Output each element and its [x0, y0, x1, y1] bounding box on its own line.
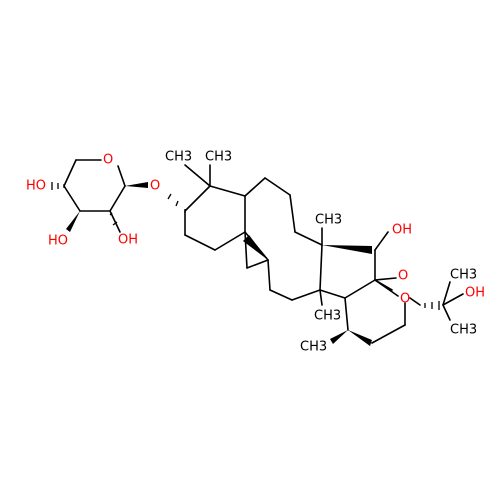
bond	[63, 185, 81, 212]
wedge-bond	[348, 330, 372, 346]
hydroxyl-label: OH	[118, 233, 138, 248]
methyl-label: CH3	[315, 213, 342, 228]
bond	[319, 244, 323, 291]
wedge-bond	[243, 235, 268, 260]
hashed-bond	[167, 193, 172, 200]
bond	[184, 185, 211, 212]
bond	[184, 234, 216, 251]
hashed-bond	[175, 200, 179, 207]
bond	[109, 210, 121, 233]
hashed-bond	[112, 221, 118, 226]
wedge-bond	[125, 182, 148, 188]
bond	[244, 231, 248, 269]
bond	[109, 185, 126, 212]
epoxy-oxygen-label: O	[398, 269, 408, 284]
bond	[294, 231, 323, 246]
bond	[214, 231, 246, 251]
bond	[209, 185, 246, 197]
bond	[267, 259, 271, 291]
wedge-bond	[66, 211, 80, 232]
hydroxyl-label: OH	[392, 223, 412, 238]
hydroxyl-label: HO	[26, 179, 46, 194]
atom-label-layer: HO O HO OH O CH3 CH3 OH CH3 O O OH CH3 C…	[26, 150, 485, 355]
bond	[374, 231, 389, 251]
bond	[371, 324, 406, 344]
bond	[63, 159, 77, 187]
methyl-label: CH3	[450, 268, 477, 283]
wedge-bond-layer	[66, 182, 372, 346]
bond-layer	[63, 159, 464, 344]
bond	[269, 289, 293, 301]
bond	[319, 289, 346, 299]
bond	[374, 277, 397, 281]
methyl-label: CH3	[450, 323, 477, 338]
bond	[344, 297, 349, 331]
hydroxyl-label: HO	[48, 234, 68, 249]
glycosidic-oxygen-label: O	[150, 179, 160, 194]
hashed-bond-layer	[51, 182, 440, 310]
epoxy-oxygen-label: O	[400, 292, 410, 307]
bond	[374, 279, 393, 291]
methyl-label: CH3	[205, 150, 232, 165]
methyl-label: CH3	[300, 340, 327, 355]
hashed-bond	[109, 212, 113, 216]
bond	[117, 165, 126, 187]
bond	[409, 297, 421, 306]
bond	[442, 293, 464, 306]
methyl-label: CH3	[314, 309, 341, 324]
bond	[264, 177, 291, 196]
wedge-bond	[330, 330, 348, 344]
bond	[246, 259, 269, 269]
methyl-label: CH3	[165, 150, 192, 165]
bond	[289, 194, 296, 233]
hydroxyl-label: OH	[465, 286, 485, 301]
bond	[344, 279, 376, 299]
bond	[291, 289, 321, 301]
bond	[442, 281, 451, 306]
bond	[184, 164, 211, 187]
wedge-bond	[322, 245, 372, 254]
bond	[319, 289, 323, 306]
bond	[244, 177, 266, 197]
bond	[442, 304, 451, 321]
ring-oxygen-label: O	[103, 153, 113, 168]
